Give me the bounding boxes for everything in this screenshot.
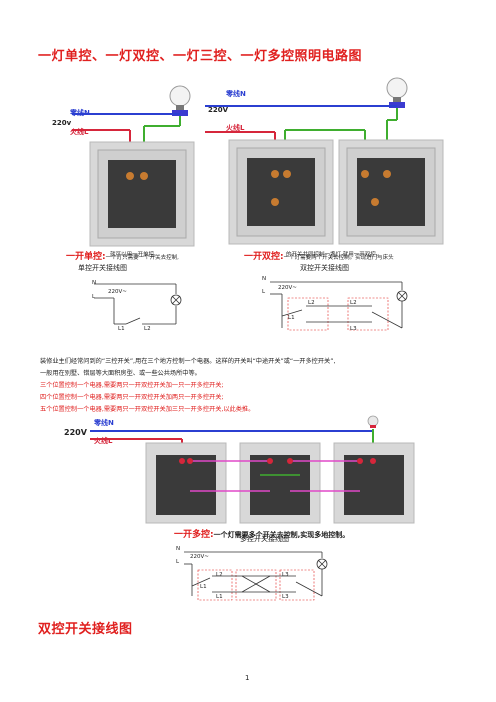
- diag-l3-2: L3: [350, 326, 357, 332]
- diag-l1-3: L1: [200, 584, 207, 590]
- double-control-wiring-svg: [205, 77, 444, 245]
- single-diagram-title: 单控开关接线图: [78, 264, 127, 272]
- diag-l-2: L: [262, 289, 266, 295]
- double-schematic-svg: [270, 281, 408, 331]
- multi-schematic-svg: [184, 551, 328, 601]
- caption-line1-2: 一个灯需要两个开关去控制。实现进门与床头: [283, 255, 394, 261]
- section-heading: 双控开关接线图: [38, 622, 133, 637]
- double-control-schematic: [262, 276, 422, 338]
- neutral-label-2: 零线N: [226, 90, 246, 98]
- diag-l3-3: L3: [282, 572, 289, 578]
- multi-diagram-title: 多控开关接线图: [240, 535, 289, 543]
- diag-l2-2b: L2: [350, 300, 357, 306]
- bulb-icon: [386, 77, 408, 108]
- diag-l3-3b: L3: [282, 594, 289, 600]
- paragraph-line3: 三个位置控制一个电器,需要两只一开双控开关加一只一开多控开关;: [40, 382, 224, 389]
- caption-line2: 就可以用一开单控。: [110, 252, 160, 258]
- voltage-label-3: 220V: [64, 428, 87, 437]
- diag-n: N: [92, 280, 97, 286]
- diag-l: L: [92, 294, 96, 300]
- voltage-label-2: 220V: [208, 106, 229, 114]
- paragraph-line4: 四个位置控制一个电器,需要两只一开双控开关加两只一开多控开关;: [40, 394, 224, 401]
- single-control-wiring-svg: [72, 85, 195, 247]
- diag-l1-3b: L1: [216, 594, 223, 600]
- caption-head-2: 一开双控:: [244, 252, 284, 262]
- diag-l1-2: L1: [288, 315, 295, 321]
- multi-control-wiring-svg: [90, 415, 415, 524]
- diag-n-3: N: [176, 546, 181, 552]
- neutral-label: 零线N: [70, 109, 90, 117]
- caption-head-3: 一开多控:: [174, 530, 214, 540]
- diag-l1: L1: [118, 326, 125, 332]
- paragraph-line5: 五个位置控制一个电器,需要两只一开双控开关加三只一开多控开关,以此类推。: [40, 406, 255, 413]
- double-control-wiring-illustration: [205, 70, 470, 250]
- page-number: 1: [245, 674, 250, 682]
- multi-control-wiring-illustration: [60, 415, 430, 525]
- diag-l-3: L: [176, 559, 180, 565]
- double-control-caption: 一开双控:一个灯需要两个开关去控制。实现进门与床头: [244, 244, 394, 263]
- live-label: 火线L: [70, 128, 89, 136]
- neutral-label-3: 零线N: [94, 419, 114, 427]
- voltage-label: 220v: [52, 119, 72, 127]
- diag-n-2: N: [262, 276, 267, 282]
- multi-control-caption: 一开多控:一个灯需要多个开关去控制,实现多地控制。: [174, 522, 349, 541]
- multi-control-schematic: [176, 546, 336, 606]
- diag-l2-3: L2: [216, 572, 223, 578]
- paragraph-line1: 装修业主们经常问到的“三控开关”,用在三个地方控制一个电器。这样的开关叫“中途开…: [40, 358, 336, 365]
- diag-voltage: 220V~: [108, 289, 127, 295]
- diag-l2-2: L2: [308, 300, 315, 306]
- diag-voltage-2: 220V~: [278, 285, 297, 291]
- paragraph-line2: 一般用在别墅、错层等大面积房型、或一些公共场所中等。: [40, 370, 201, 377]
- single-control-schematic: [84, 278, 204, 334]
- single-control-caption: 一开单控:一个灯只需要一个开关去控制,: [66, 244, 179, 263]
- caption-line2-2: 的开关共同控制一盏灯,就用一开双控。: [286, 252, 382, 258]
- bulb-icon: [169, 85, 191, 116]
- single-schematic-svg: [94, 283, 182, 325]
- caption-body-3: 一个灯需要多个开关去控制,实现多地控制。: [213, 531, 350, 539]
- double-diagram-title: 双控开关接线图: [300, 264, 349, 272]
- live-label-2: 火线L: [226, 124, 245, 132]
- caption-line1: 一个灯只需要一个开关去控制,: [105, 255, 179, 261]
- page-title: 一灯单控、一灯双控、一灯三控、一灯多控照明电路图: [38, 49, 363, 64]
- diag-l2: L2: [144, 326, 151, 332]
- caption-head: 一开单控:: [66, 252, 106, 262]
- live-label-3: 火线L: [94, 437, 113, 445]
- single-control-wiring-illustration: [40, 70, 220, 250]
- diag-voltage-3: 220V~: [190, 554, 209, 560]
- bulb-icon: [367, 415, 379, 428]
